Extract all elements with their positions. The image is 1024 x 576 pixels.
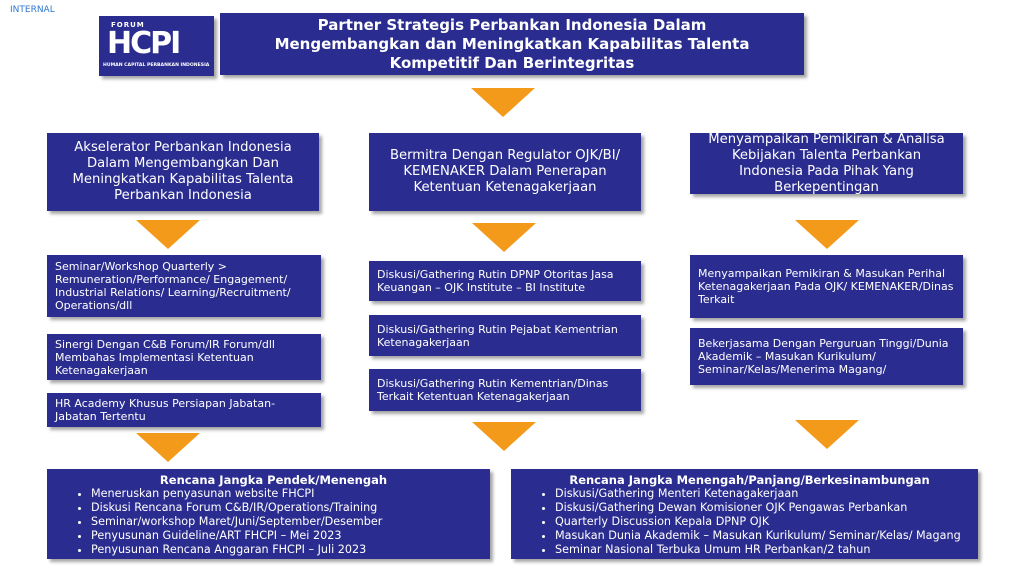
- arrow-title-down: [471, 88, 535, 117]
- pillar-1-item-1: Seminar/Workshop Quarterly > Remuneratio…: [47, 255, 321, 317]
- pillar-3-item-2: Bekerjasama Dengan Perguruan Tinggi/Duni…: [690, 328, 963, 385]
- pillar-2-item-3: Diskusi/Gathering Rutin Kementrian/Dinas…: [369, 369, 641, 411]
- logo-main-text: HCPI: [107, 26, 181, 61]
- list-item: Diskusi Rencana Forum C&B/IR/Operations/…: [91, 501, 480, 515]
- plan-medium-long-list: Diskusi/Gathering Menteri Ketenagakerjaa…: [531, 487, 968, 557]
- arrow-col3-bottom: [795, 420, 859, 449]
- pillar-header-3: Menyampaikan Pemikiran & Analisa Kebijak…: [690, 131, 963, 195]
- plan-short-medium: Rencana Jangka Pendek/Menengah Meneruska…: [47, 469, 490, 559]
- pillar-2-item-1: Diskusi/Gathering Rutin DPNP Otoritas Ja…: [369, 261, 641, 301]
- plan-medium-long-title: Rencana Jangka Menengah/Panjang/Berkesin…: [569, 473, 930, 487]
- arrow-col2-bottom: [472, 422, 536, 451]
- vision-title-box: Partner Strategis Perbankan Indonesia Da…: [220, 13, 804, 75]
- pillar-1-item-2-text: Sinergi Dengan C&B Forum/IR Forum/dll Me…: [55, 337, 275, 377]
- pillar-3-item-1-text: Menyampaikan Pemikiran & Masukan Perihal…: [698, 267, 954, 306]
- pillar-2-item-2: Diskusi/Gathering Rutin Pejabat Kementri…: [369, 315, 641, 356]
- pillar-1-item-3: HR Academy Khusus Persiapan Jabatan-Jaba…: [47, 393, 321, 427]
- list-item: Diskusi/Gathering Menteri Ketenagakerjaa…: [555, 487, 968, 501]
- list-item: Quarterly Discussion Kepala DPNP OJK: [555, 515, 968, 529]
- pillar-3-item-2-text: Bekerjasama Dengan Perguruan Tinggi/Duni…: [698, 337, 949, 376]
- pillar-header-1: Akselerator Perbankan Indonesia Dalam Me…: [47, 133, 319, 211]
- arrow-col1-top: [136, 220, 200, 249]
- list-item: Meneruskan penyasunan website FHCPI: [91, 487, 480, 501]
- list-item: Seminar Nasional Terbuka Umum HR Perbank…: [555, 543, 968, 557]
- plan-short-medium-title: Rencana Jangka Pendek/Menengah: [159, 473, 388, 487]
- list-item: Penyusunan Guideline/ART FHCPI – Mei 202…: [91, 529, 480, 543]
- pillar-2-item-1-text: Diskusi/Gathering Rutin DPNP Otoritas Ja…: [377, 268, 614, 294]
- classification-label: INTERNAL: [10, 5, 55, 15]
- arrow-col3-top: [795, 220, 859, 249]
- pillar-header-2: Bermitra Dengan Regulator OJK/BI/ KEMENA…: [369, 133, 641, 211]
- logo-forum-text: FORUM: [111, 21, 145, 29]
- pillar-header-1-text: Akselerator Perbankan Indonesia Dalam Me…: [72, 140, 294, 203]
- vision-title: Partner Strategis Perbankan Indonesia Da…: [274, 15, 750, 72]
- arrow-col2-top: [472, 223, 536, 252]
- list-item: Seminar/workshop Maret/Juni/September/De…: [91, 515, 480, 529]
- fhcpi-logo: FORUM HCPI HUMAN CAPITAL PERBANKAN INDON…: [99, 16, 214, 76]
- pillar-header-3-text: Menyampaikan Pemikiran & Analisa Kebijak…: [708, 131, 945, 195]
- pillar-1-item-2: Sinergi Dengan C&B Forum/IR Forum/dll Me…: [47, 334, 321, 380]
- pillar-2-item-2-text: Diskusi/Gathering Rutin Pejabat Kementri…: [377, 322, 618, 349]
- pillar-1-item-1-text: Seminar/Workshop Quarterly > Remuneratio…: [55, 260, 291, 312]
- pillar-2-item-3-text: Diskusi/Gathering Rutin Kementrian/Dinas…: [377, 377, 609, 403]
- list-item: Masukan Dunia Akademik – Masukan Kurikul…: [555, 529, 968, 543]
- pillar-3-item-1: Menyampaikan Pemikiran & Masukan Perihal…: [690, 255, 963, 318]
- arrow-col1-bottom: [136, 433, 200, 462]
- plan-medium-long: Rencana Jangka Menengah/Panjang/Berkesin…: [511, 469, 978, 559]
- logo-subtitle: HUMAN CAPITAL PERBANKAN INDONESIA: [103, 63, 210, 68]
- pillar-header-2-text: Bermitra Dengan Regulator OJK/BI/ KEMENA…: [389, 148, 621, 195]
- list-item: Penyusunan Rencana Anggaran FHCPI – Juli…: [91, 543, 480, 557]
- plan-short-medium-list: Meneruskan penyasunan website FHCPI Disk…: [67, 487, 480, 557]
- list-item: Diskusi/Gathering Dewan Komisioner OJK P…: [555, 501, 968, 515]
- pillar-1-item-3-text: HR Academy Khusus Persiapan Jabatan-Jaba…: [55, 397, 276, 423]
